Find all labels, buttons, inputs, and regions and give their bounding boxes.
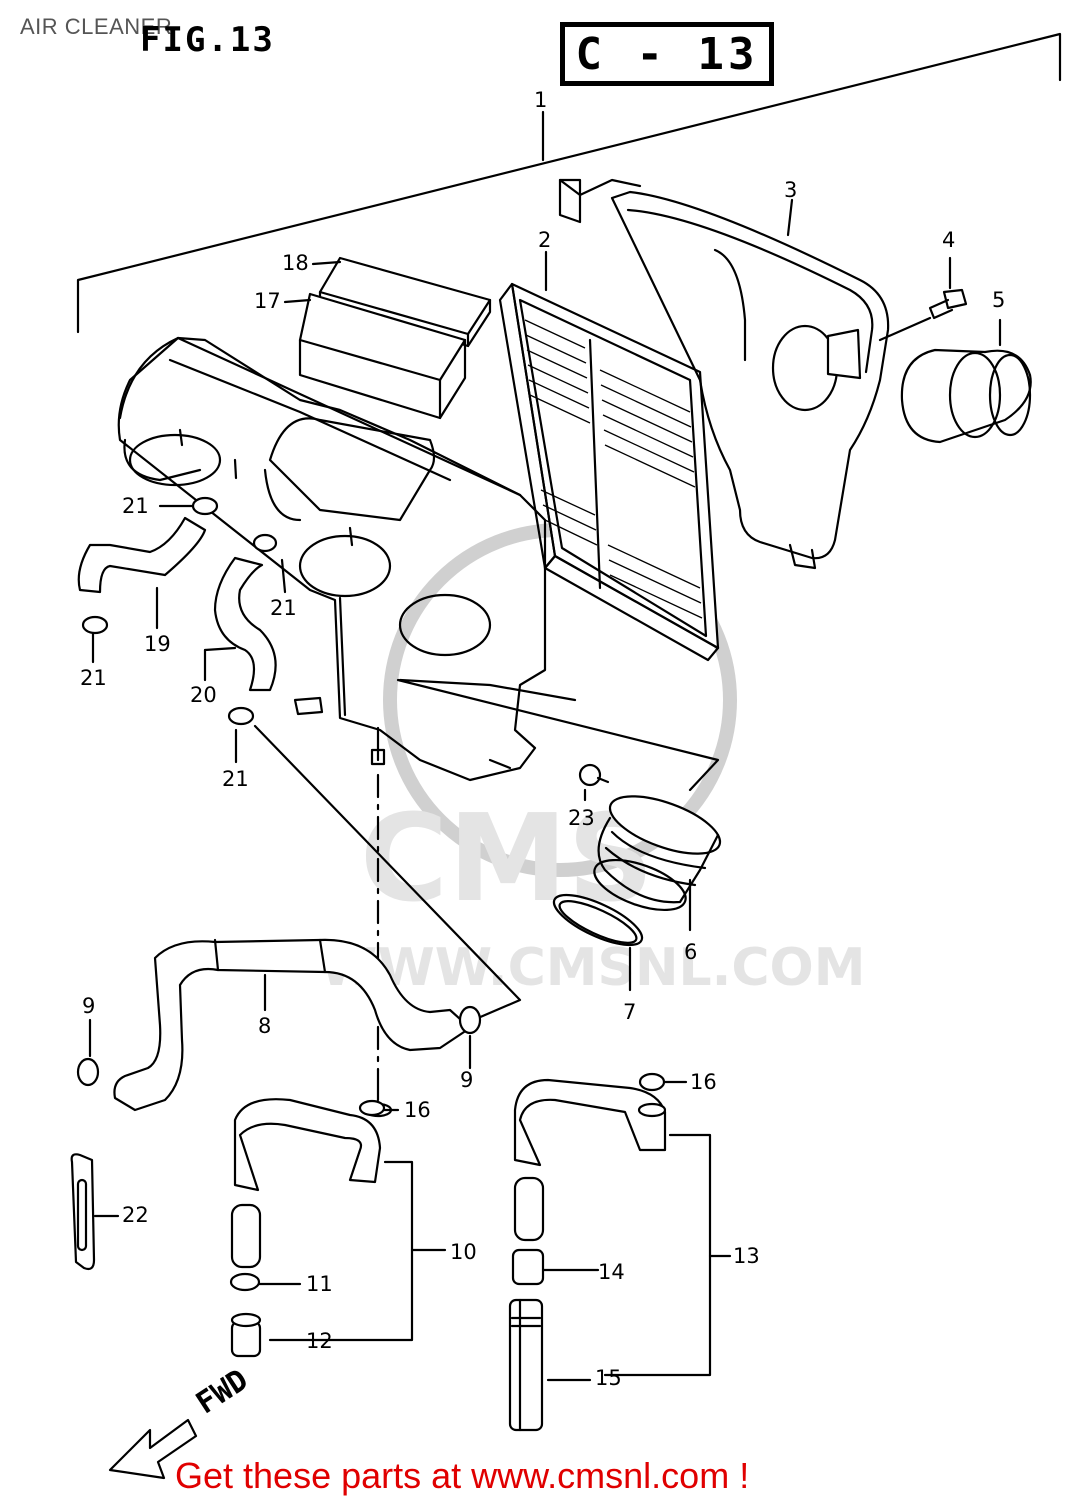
callout-5: 5 <box>992 288 1006 312</box>
callout-6: 6 <box>684 940 698 964</box>
callout-16b: 16 <box>690 1070 717 1094</box>
page-code-box: C - 13 <box>560 22 774 86</box>
hose-20 <box>203 556 277 692</box>
clamp-16a <box>358 1099 400 1117</box>
callout-8: 8 <box>258 1014 272 1038</box>
figure-label: FIG.13 <box>140 20 275 60</box>
callout-3: 3 <box>784 178 798 202</box>
callout-15: 15 <box>595 1366 622 1390</box>
reference-lines <box>253 678 720 1072</box>
clamp-7 <box>552 893 644 992</box>
clamp-11 <box>229 1272 261 1292</box>
air-cleaner-case <box>117 336 577 782</box>
clamp-9a <box>76 1018 100 1087</box>
outlet-tube-5 <box>900 318 1032 444</box>
air-cleaner-cap <box>558 178 890 570</box>
callout-21d: 21 <box>222 767 249 791</box>
assembly-bracket <box>76 32 1062 334</box>
intake-boot-6 <box>593 795 722 932</box>
callout-2: 2 <box>538 228 552 252</box>
hose-15 <box>508 1298 544 1432</box>
hose-13 <box>513 1078 732 1382</box>
callout-10: 10 <box>450 1240 477 1264</box>
fwd-arrow-icon <box>108 1418 198 1480</box>
hose-10 <box>233 1098 447 1342</box>
callout-17: 17 <box>254 289 281 313</box>
watermark-url: WWW.CMSNL.COM <box>320 938 865 998</box>
hose-19 <box>77 516 207 630</box>
callout-19: 19 <box>144 632 171 656</box>
tube-13a <box>513 1176 545 1242</box>
screw-23 <box>578 763 610 802</box>
bolt-4 <box>878 256 968 342</box>
tube-10a <box>230 1203 262 1269</box>
watermark-logo: CMS WWW.CMSNL.COM <box>320 523 865 998</box>
hose-8 <box>113 938 472 1112</box>
callout-11: 11 <box>306 1272 333 1296</box>
callout-9b: 9 <box>460 1068 474 1092</box>
callout-14: 14 <box>598 1260 625 1284</box>
footer-link[interactable]: Get these parts at www.cmsnl.com ! <box>175 1455 750 1496</box>
clamp-21d <box>227 706 255 764</box>
callout-20: 20 <box>190 683 217 707</box>
joint-14 <box>511 1248 545 1286</box>
callout-4: 4 <box>942 228 956 252</box>
callout-9a: 9 <box>82 994 96 1018</box>
page-title: AIR CLEANER <box>20 14 173 39</box>
callout-13: 13 <box>733 1244 760 1268</box>
clamp-16b <box>638 1072 688 1092</box>
callout-12: 12 <box>306 1329 333 1353</box>
callout-23: 23 <box>568 806 595 830</box>
bracket-22 <box>70 1153 120 1271</box>
filter-pad-17 <box>283 292 467 420</box>
callout-1: 1 <box>534 88 548 112</box>
callout-18: 18 <box>282 251 309 275</box>
clamp-21a <box>158 496 219 516</box>
callout-21c: 21 <box>80 666 107 690</box>
callout-21b: 21 <box>270 596 297 620</box>
callout-16a: 16 <box>404 1098 431 1122</box>
clamp-21c <box>81 615 109 664</box>
callout-22: 22 <box>122 1203 149 1227</box>
cap-12 <box>230 1312 262 1358</box>
clamp-21b <box>252 533 287 594</box>
air-filter-element <box>498 250 720 662</box>
clamp-9b <box>458 1005 482 1070</box>
callout-7: 7 <box>623 1000 637 1024</box>
callout-21a: 21 <box>122 494 149 518</box>
